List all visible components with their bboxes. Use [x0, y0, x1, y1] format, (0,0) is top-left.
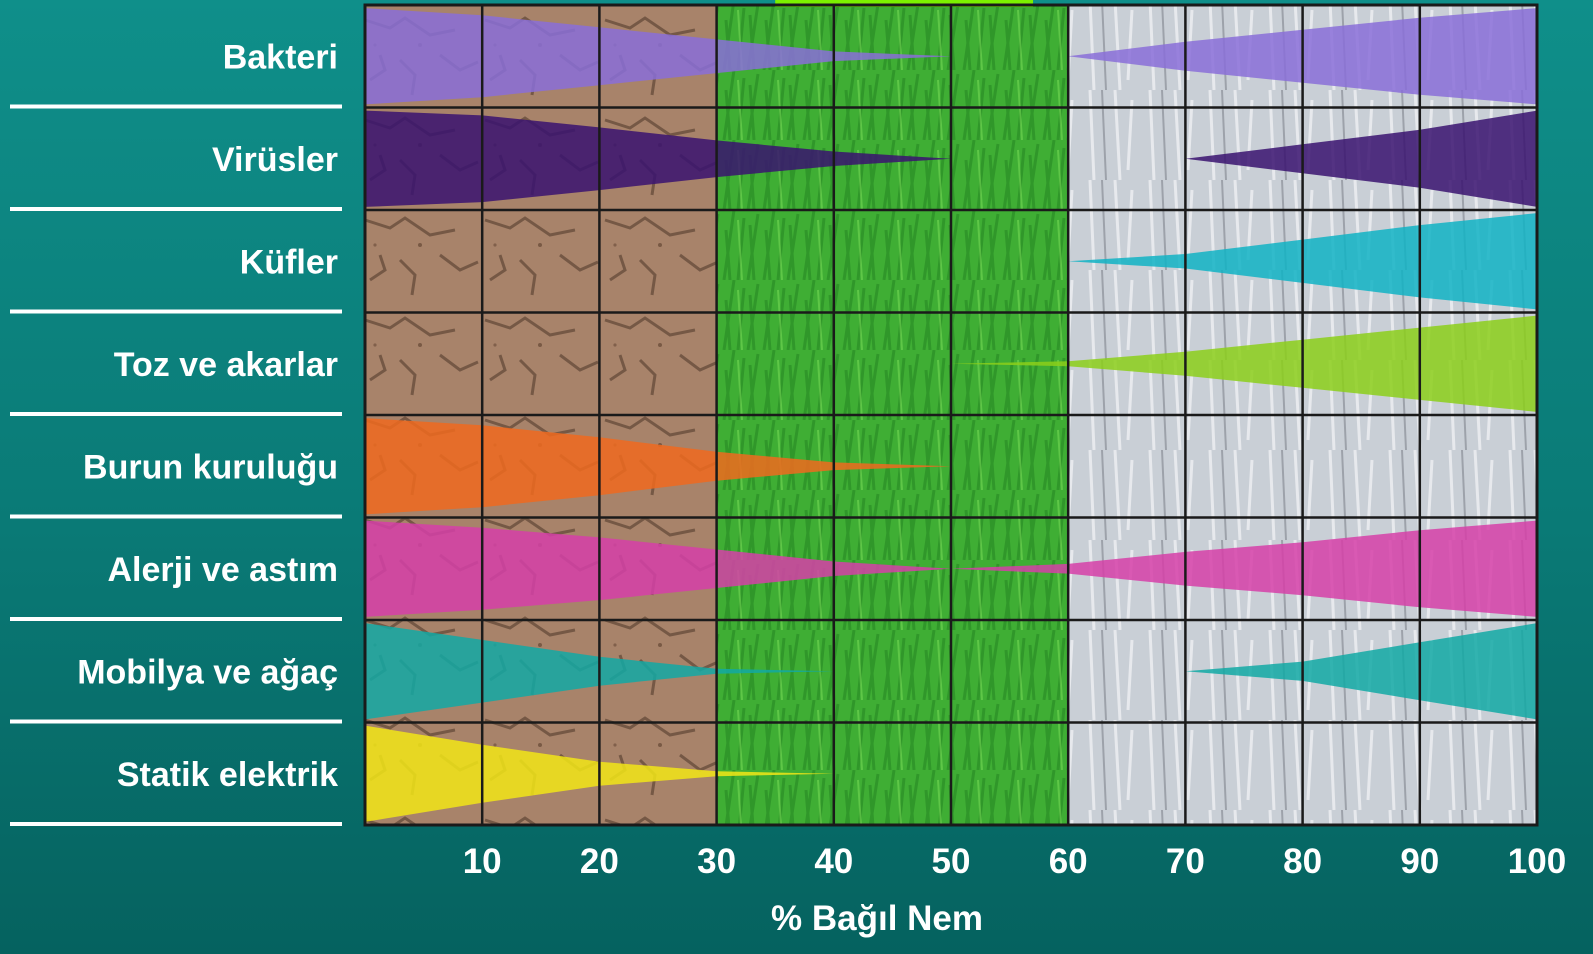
x-tick-label-3: 40	[814, 842, 853, 881]
x-tick-label-5: 60	[1049, 842, 1088, 881]
row-label-6: Mobilya ve ağaç	[77, 653, 338, 691]
x-tick-label-0: 10	[463, 842, 502, 881]
x-tick-label-9: 100	[1508, 842, 1566, 881]
row-label-2: Küfler	[240, 243, 338, 281]
row-label-5: Alerji ve astım	[107, 551, 338, 589]
row-label-3: Toz ve akarlar	[114, 346, 338, 384]
row-label-0: Bakteri	[223, 38, 338, 76]
x-tick-label-7: 80	[1283, 842, 1322, 881]
x-tick-label-1: 20	[580, 842, 619, 881]
row-label-4: Burun kuruluğu	[83, 448, 338, 486]
x-tick-label-6: 70	[1166, 842, 1205, 881]
grid-lines	[363, 3, 1539, 827]
row-label-1: Virüsler	[212, 141, 338, 179]
x-axis-title: % Bağıl Nem	[771, 899, 983, 938]
band-5	[365, 520, 1537, 617]
x-tick-label-8: 90	[1400, 842, 1439, 881]
row-label-7: Statik elektrik	[117, 756, 338, 794]
x-tick-labels: 10 20 30 40 50 60 70 80 90 100	[463, 842, 1566, 881]
x-tick-label-4: 50	[932, 842, 971, 881]
band-1	[365, 110, 1537, 207]
x-tick-label-2: 30	[697, 842, 736, 881]
